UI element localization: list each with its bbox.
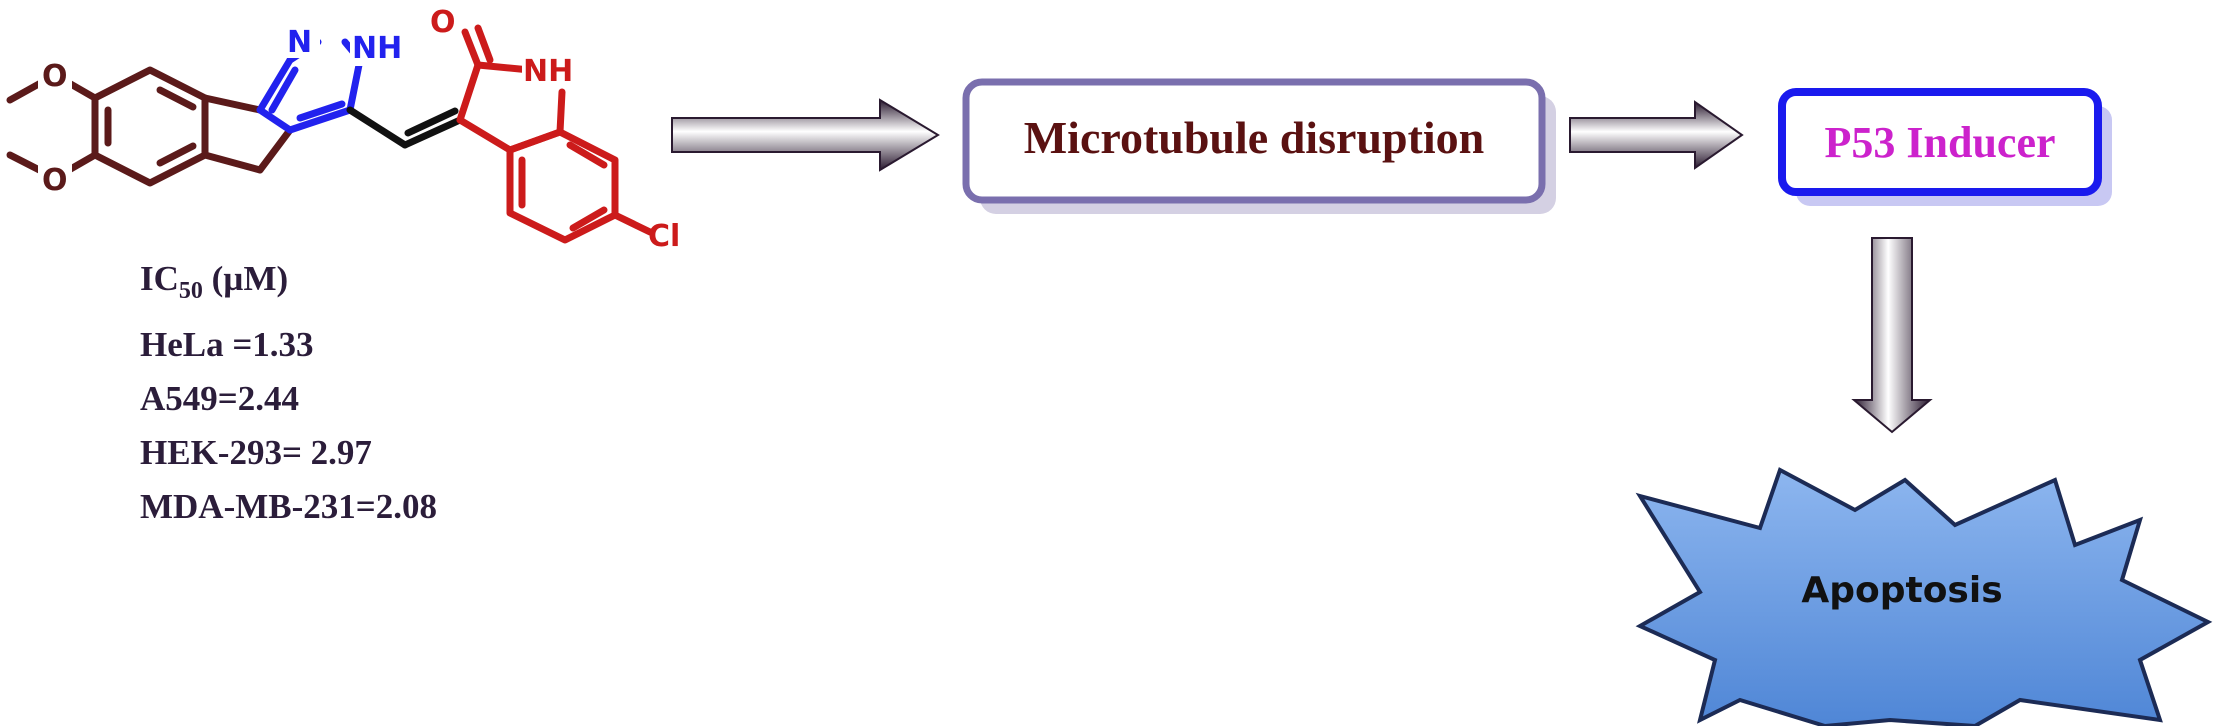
methoxy-oxygens: O O: [38, 58, 72, 198]
p53-box: P53 Inducer: [1778, 88, 2112, 206]
chemical-structure: O O N NH: [6, 4, 680, 254]
indole-nh-label: NH: [523, 54, 573, 89]
ic50-row-mda-mb-231: MDA-MB-231=2.08: [140, 487, 437, 526]
pyrazole-nh-label: NH: [352, 31, 402, 66]
ic50-row-hek293: HEK-293= 2.97: [140, 433, 372, 472]
arrow-to-apoptosis: [1851, 237, 1933, 434]
arrow-to-microtubule: [671, 98, 940, 172]
pyrazole-n-label: N: [287, 25, 312, 60]
ic50-title-subscript: 50: [178, 278, 203, 304]
vinyl-linker: [346, 106, 464, 149]
apoptosis-burst: Apoptosis: [1635, 467, 2213, 726]
microtubule-label: Microtubule disruption: [1024, 112, 1485, 163]
oxindole-ring: [456, 24, 654, 244]
arrow-to-p53: [1569, 100, 1744, 170]
ic50-panel: IC50 (µM) HeLa =1.33 A549=2.44 HEK-293= …: [140, 252, 437, 534]
svg-text:O: O: [42, 163, 68, 198]
ic50-title: IC50 (µM): [140, 252, 437, 318]
ic50-title-unit: (µM): [211, 259, 289, 298]
p53-label: P53 Inducer: [1825, 118, 2056, 167]
svg-text:O: O: [42, 59, 68, 94]
carbonyl-o-label: O: [430, 5, 456, 40]
ic50-title-main: IC: [140, 259, 179, 298]
ic50-row-a549: A549=2.44: [140, 379, 299, 418]
microtubule-box: Microtubule disruption: [962, 78, 1556, 214]
chlorine-label: Cl: [648, 219, 680, 254]
ic50-row-hela: HeLa =1.33: [140, 325, 314, 364]
apoptosis-label: Apoptosis: [1801, 570, 2002, 611]
